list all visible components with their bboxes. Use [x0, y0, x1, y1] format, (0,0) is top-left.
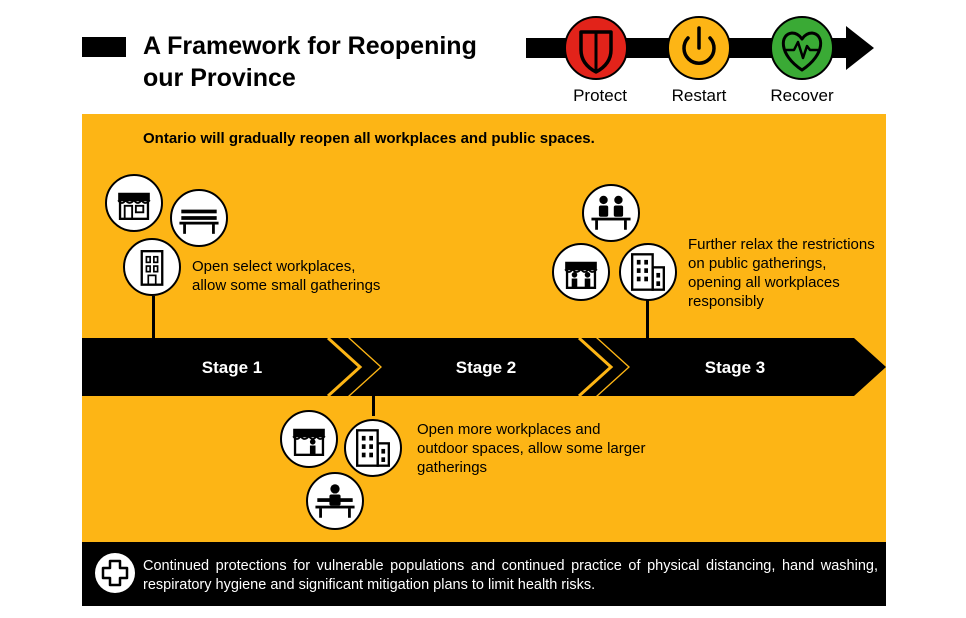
- stages-panel: [82, 114, 886, 542]
- phase-label-recover: Recover: [770, 86, 834, 105]
- page-title: A Framework for Reopening our Province: [143, 32, 477, 92]
- office-building-icon: [123, 238, 181, 296]
- stage-1-pin: [152, 296, 155, 338]
- office-tower-icon: [619, 243, 677, 301]
- heart-pulse-icon: [770, 16, 834, 80]
- people-on-bench-icon: [582, 184, 640, 242]
- intro-text: Ontario will gradually reopen all workpl…: [143, 130, 595, 147]
- stage-2-label: Stage 2: [455, 358, 517, 377]
- plus-icon: [95, 553, 135, 593]
- stage-1-description: Open select workplaces, allow some small…: [192, 258, 381, 294]
- stage-3-label: Stage 3: [704, 358, 766, 377]
- shield-icon: [564, 16, 628, 80]
- stage-timeline: [82, 336, 886, 398]
- stage-3-description: Further relax the restrictions on public…: [688, 236, 875, 310]
- office-tower-icon: [344, 419, 402, 477]
- stage-2-pin: [372, 396, 375, 416]
- footer-banner: [82, 542, 886, 606]
- storefront-icon: [105, 174, 163, 232]
- stage-1-label: Stage 1: [201, 358, 263, 377]
- stage-3-pin: [646, 296, 649, 338]
- phase-label-restart: Restart: [671, 86, 727, 105]
- stage-2-description: Open more workplaces and outdoor spaces,…: [417, 421, 646, 476]
- storefront-people-icon: [552, 243, 610, 301]
- bench-icon: [170, 189, 228, 247]
- phase-arrow: [526, 16, 874, 80]
- person-on-bench-icon: [306, 472, 364, 530]
- storefront-person-icon: [280, 410, 338, 468]
- power-icon: [667, 16, 731, 80]
- footer-text: Continued protections for vulnerable pop…: [143, 558, 878, 593]
- phase-label-protect: Protect: [573, 86, 627, 105]
- title-bar-decoration: [82, 37, 126, 57]
